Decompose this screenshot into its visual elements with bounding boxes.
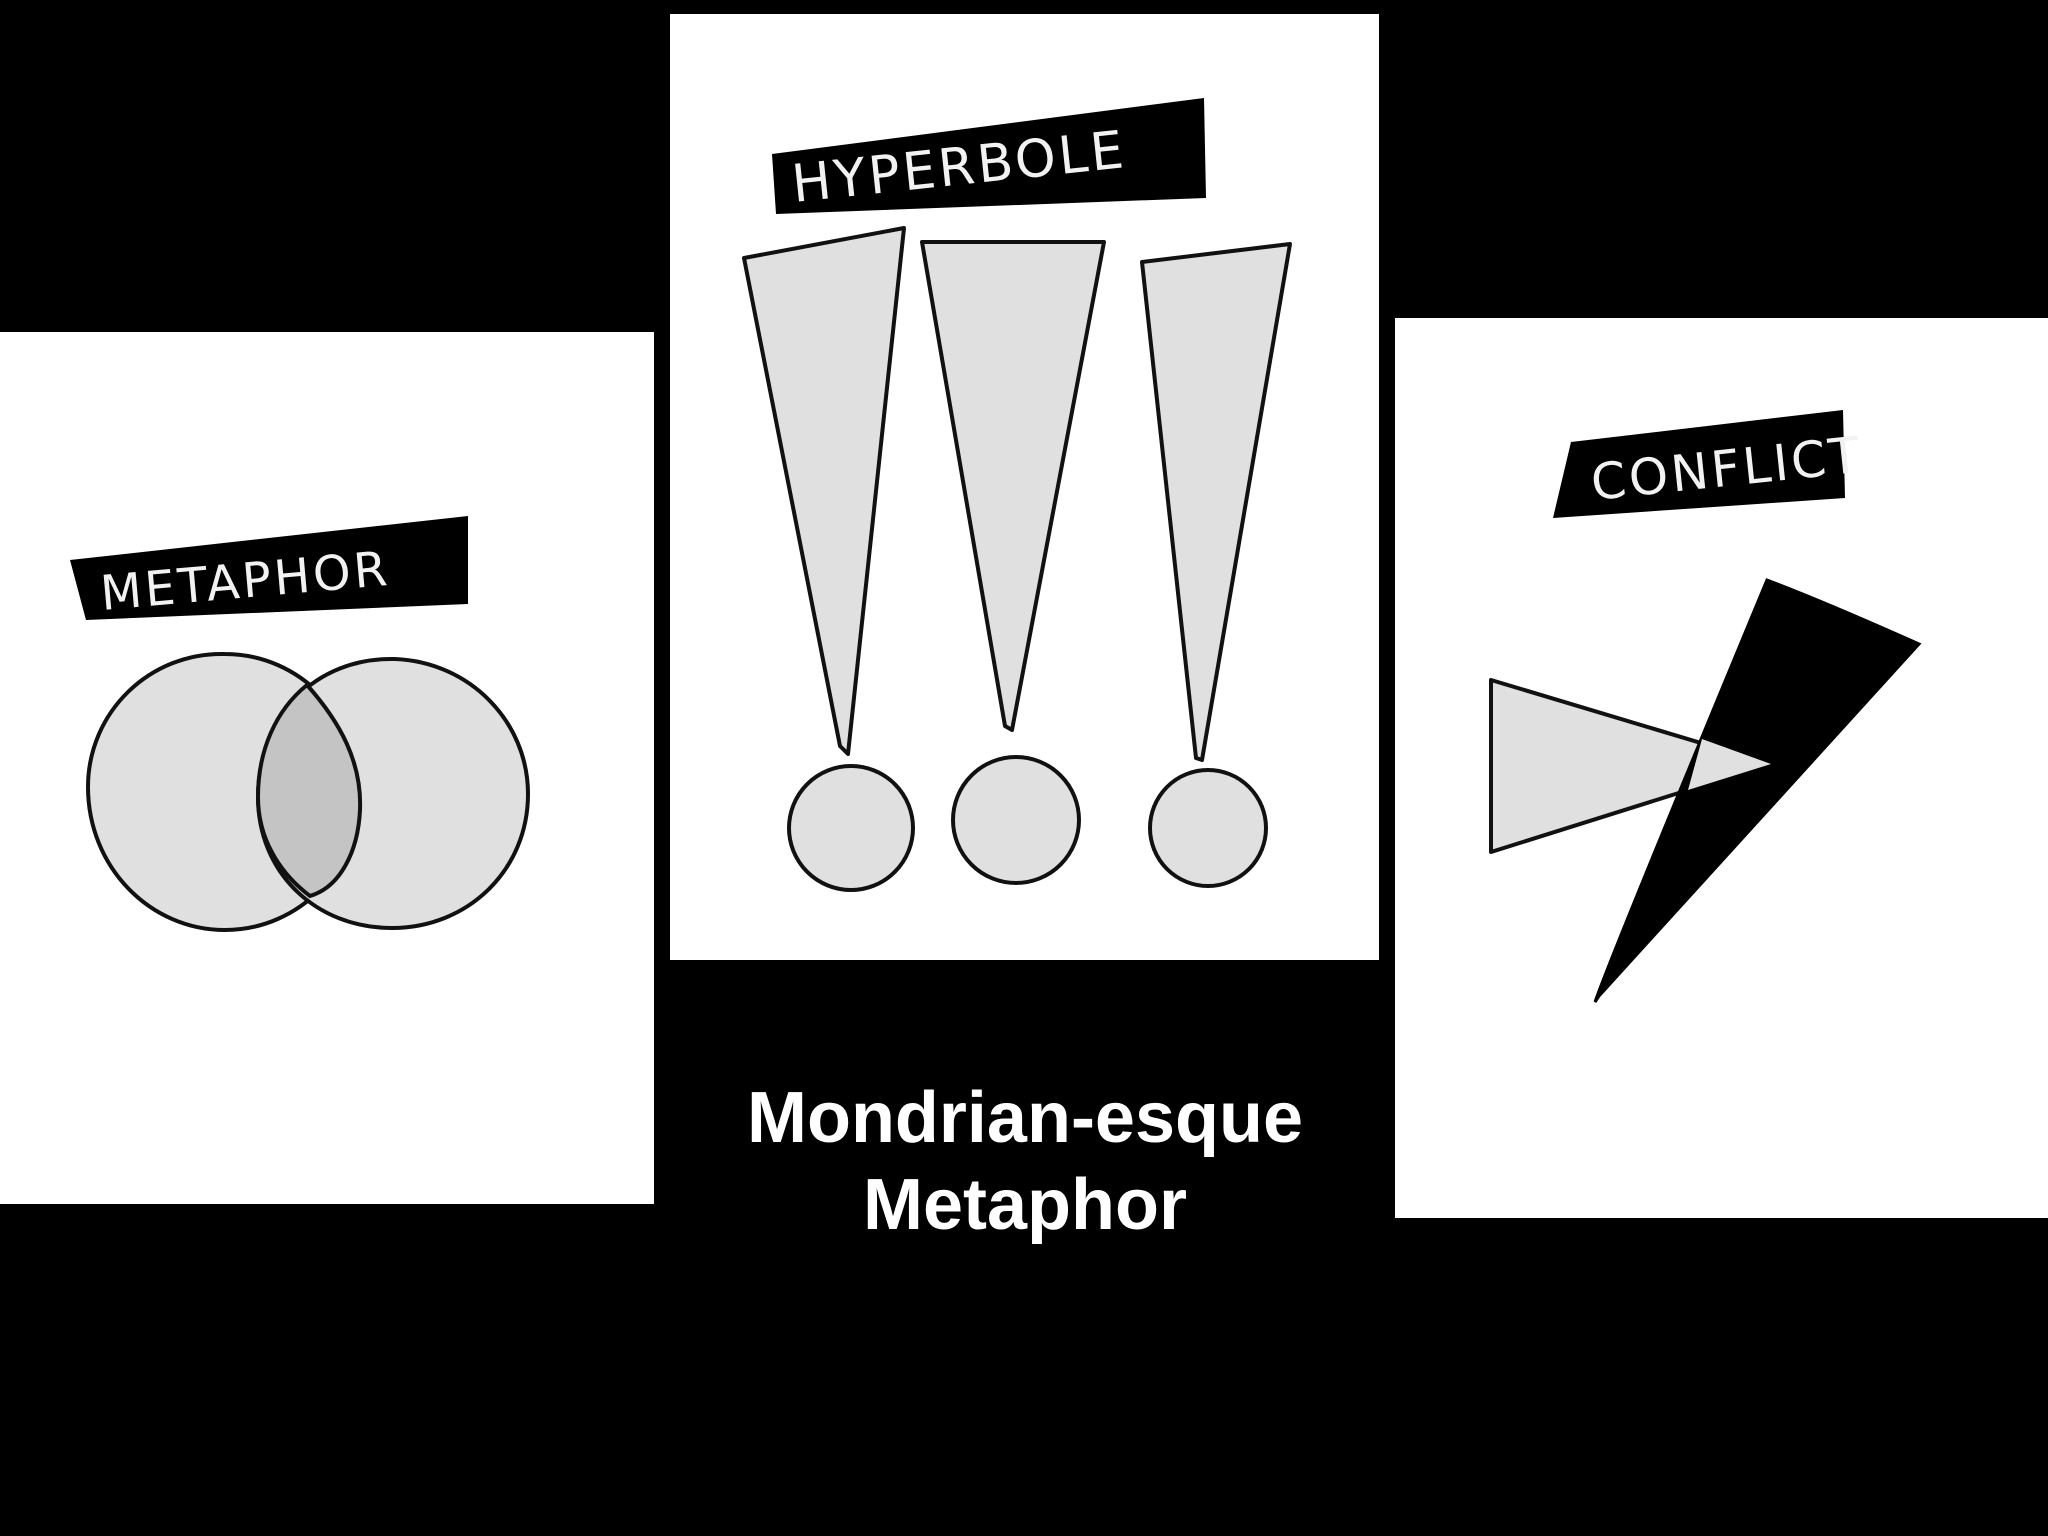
triple-exclamation-icon: [742, 226, 1292, 892]
lightning-bolt-arrow-icon: [1489, 578, 1922, 1003]
hyperbole-label-banner: HYPERBOLE: [772, 98, 1206, 215]
exclamation-bar-3: [1140, 242, 1292, 762]
conflict-illustration: CONFLICT: [1489, 410, 1922, 1003]
metaphor-panel: METAPHOR: [0, 332, 654, 1204]
hyperbole-illustration: HYPERBOLE: [742, 98, 1292, 892]
exclamation-bar-2: [920, 240, 1106, 732]
slide-caption: Mondrian-esque Metaphor: [640, 1075, 1410, 1249]
metaphor-illustration: METAPHOR: [70, 516, 531, 933]
arrow-tip-overlap: [1688, 739, 1771, 790]
exclamation-bar-1: [742, 226, 906, 756]
exclamation-dot-3: [1148, 768, 1268, 888]
conflict-panel: CONFLICT: [1395, 318, 2048, 1218]
hyperbole-panel: HYPERBOLE: [670, 14, 1379, 960]
venn-overlap: [255, 682, 363, 899]
metaphor-label-banner: METAPHOR: [70, 516, 468, 622]
exclamation-dot-2: [951, 755, 1081, 885]
lightning-bolt: [1593, 578, 1922, 1003]
arrow-triangle: [1489, 678, 1773, 854]
conflict-label-banner: CONFLICT: [1553, 410, 1865, 518]
caption-line-2: Metaphor: [863, 1165, 1187, 1245]
caption-line-1: Mondrian-esque: [746, 1078, 1304, 1158]
venn-diagram-icon: [85, 651, 531, 933]
exclamation-dot-1: [787, 764, 915, 892]
